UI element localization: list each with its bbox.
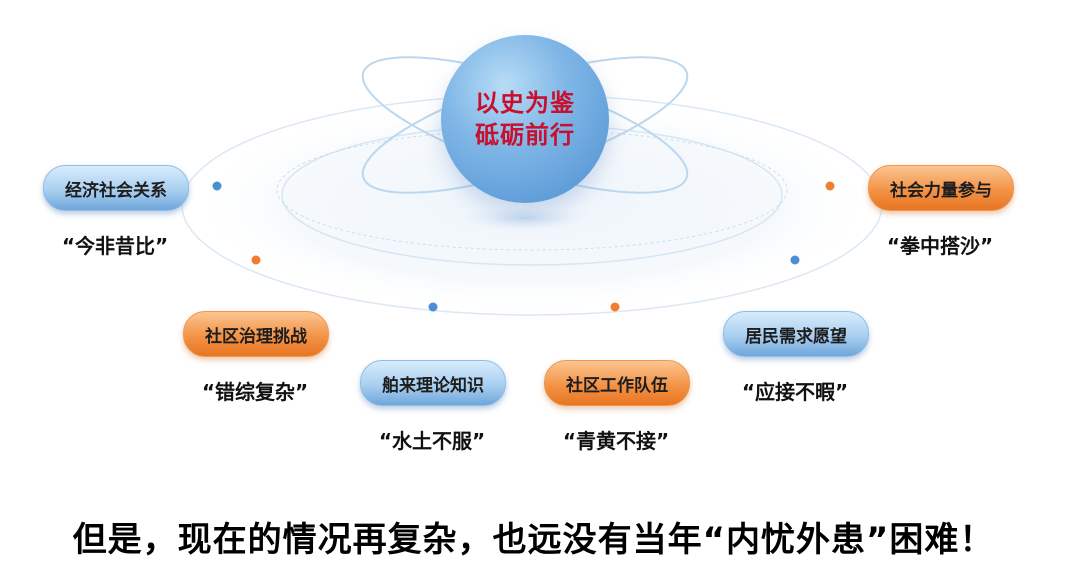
node-quote-social-forces: “拳中搭沙”	[870, 230, 1010, 259]
node-pill-social-forces: 社会力量参与	[868, 165, 1014, 211]
node-quote-community-governance: “错综复杂”	[185, 376, 325, 405]
orbit-dot	[611, 303, 620, 312]
node-pill-economic-social: 经济社会关系	[43, 165, 189, 211]
node-pill-community-workforce: 社区工作队伍	[544, 360, 690, 406]
orbit-dot	[826, 182, 835, 191]
orbit-dot	[791, 256, 800, 265]
node-quote-imported-theory: “水土不服”	[362, 425, 502, 454]
node-quote-resident-needs: “应接不暇”	[725, 376, 865, 405]
center-sphere: 以史为鉴 砥砺前行	[441, 35, 609, 203]
node-quote-community-workforce: “青黄不接”	[546, 425, 686, 454]
ball-shadow	[440, 202, 610, 234]
node-quote-economic-social: “今非昔比”	[45, 230, 185, 259]
center-title-line2: 砥砺前行	[475, 119, 575, 151]
orbit-dot	[213, 182, 222, 191]
orbit-dot	[429, 303, 438, 312]
node-pill-resident-needs: 居民需求愿望	[723, 311, 869, 357]
center-title-line1: 以史为鉴	[475, 87, 575, 119]
orbit-dot	[252, 256, 261, 265]
node-pill-community-governance: 社区治理挑战	[183, 311, 329, 357]
node-pill-imported-theory: 舶来理论知识	[360, 360, 506, 406]
footer-statement: 但是，现在的情况再复杂，也远没有当年“内忧外患”困难！	[0, 512, 1067, 561]
